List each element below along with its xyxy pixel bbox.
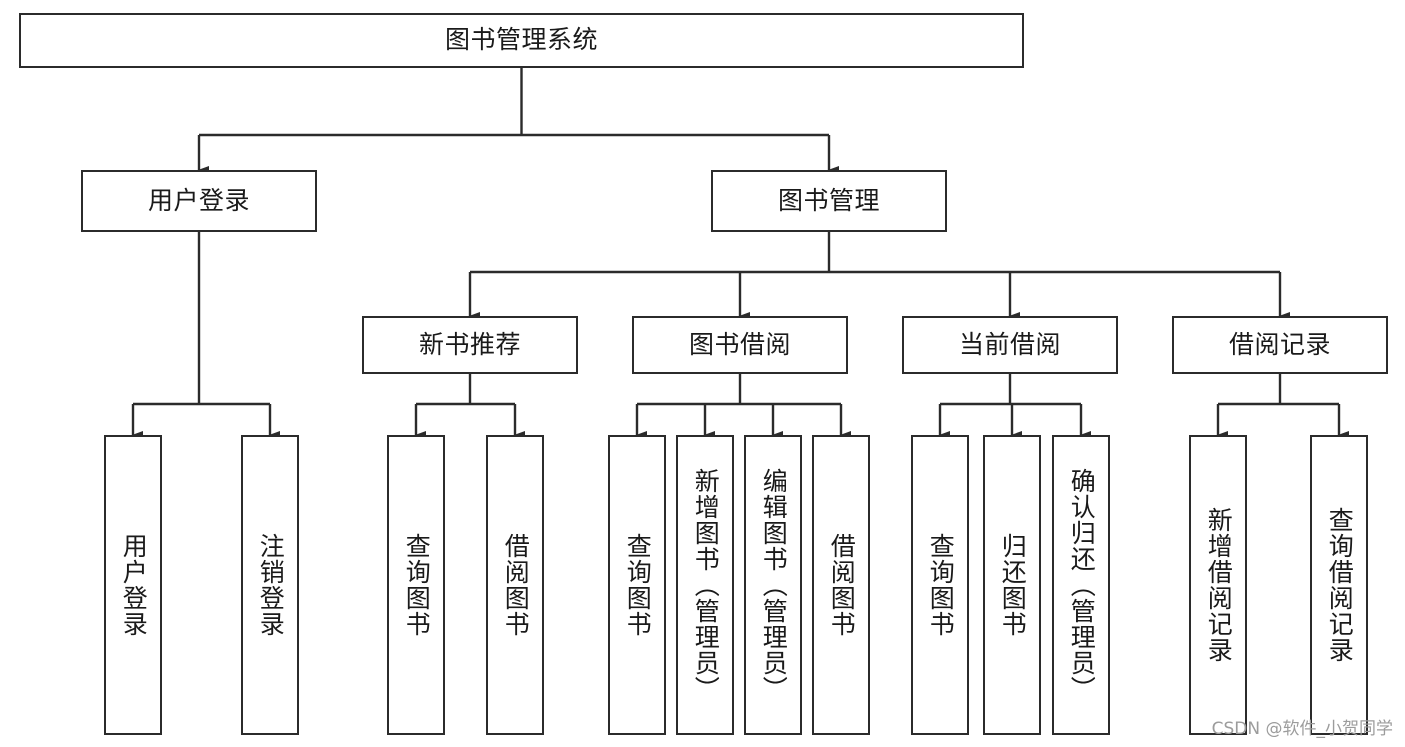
node-label: 编辑图书（管理员） — [759, 468, 789, 702]
node-book-borrow[interactable]: 图书借阅 — [632, 316, 848, 374]
node-leaf-borrow-book-1[interactable]: 借阅图书 — [486, 435, 544, 735]
node-label: 当前借阅 — [958, 329, 1061, 359]
node-root[interactable]: 图书管理系统 — [19, 13, 1024, 68]
node-label: 查询图书 — [926, 533, 956, 637]
node-label: 注销登录 — [256, 533, 286, 637]
node-leaf-confirm-return[interactable]: 确认归还（管理员） — [1052, 435, 1110, 735]
node-leaf-add-book[interactable]: 新增图书（管理员） — [676, 435, 734, 735]
node-book-manage[interactable]: 图书管理 — [711, 170, 947, 232]
node-label: 图书借阅 — [688, 329, 791, 359]
node-label: 确认归还（管理员） — [1067, 468, 1097, 702]
node-leaf-query-book-2[interactable]: 查询图书 — [608, 435, 666, 735]
node-leaf-edit-book[interactable]: 编辑图书（管理员） — [744, 435, 802, 735]
node-label: 借阅图书 — [827, 533, 857, 637]
node-user-login[interactable]: 用户登录 — [81, 170, 317, 232]
node-label: 借阅图书 — [501, 533, 531, 637]
node-label: 新书推荐 — [418, 329, 521, 359]
node-new-book-rec[interactable]: 新书推荐 — [362, 316, 578, 374]
node-label: 查询图书 — [402, 533, 432, 637]
node-label: 归还图书 — [998, 533, 1028, 637]
node-borrow-record[interactable]: 借阅记录 — [1172, 316, 1388, 374]
node-leaf-return-book[interactable]: 归还图书 — [983, 435, 1041, 735]
node-leaf-add-record[interactable]: 新增借阅记录 — [1189, 435, 1247, 735]
node-leaf-user-logout[interactable]: 注销登录 — [241, 435, 299, 735]
node-leaf-borrow-book-2[interactable]: 借阅图书 — [812, 435, 870, 735]
node-label: 图书管理 — [777, 185, 880, 215]
node-label: 新增图书（管理员） — [691, 468, 721, 702]
node-leaf-query-book-1[interactable]: 查询图书 — [387, 435, 445, 735]
node-label: 借阅记录 — [1228, 329, 1331, 359]
node-label: 查询借阅记录 — [1325, 507, 1355, 663]
node-label: 图书管理系统 — [444, 25, 598, 55]
node-label: 用户登录 — [147, 185, 250, 215]
node-label: 查询图书 — [623, 533, 653, 637]
node-leaf-query-book-3[interactable]: 查询图书 — [911, 435, 969, 735]
node-leaf-user-login[interactable]: 用户登录 — [104, 435, 162, 735]
node-current-borrow[interactable]: 当前借阅 — [902, 316, 1118, 374]
node-label: 新增借阅记录 — [1204, 507, 1234, 663]
node-leaf-query-record[interactable]: 查询借阅记录 — [1310, 435, 1368, 735]
node-label: 用户登录 — [119, 533, 149, 637]
connector-lines — [131, 68, 1349, 439]
